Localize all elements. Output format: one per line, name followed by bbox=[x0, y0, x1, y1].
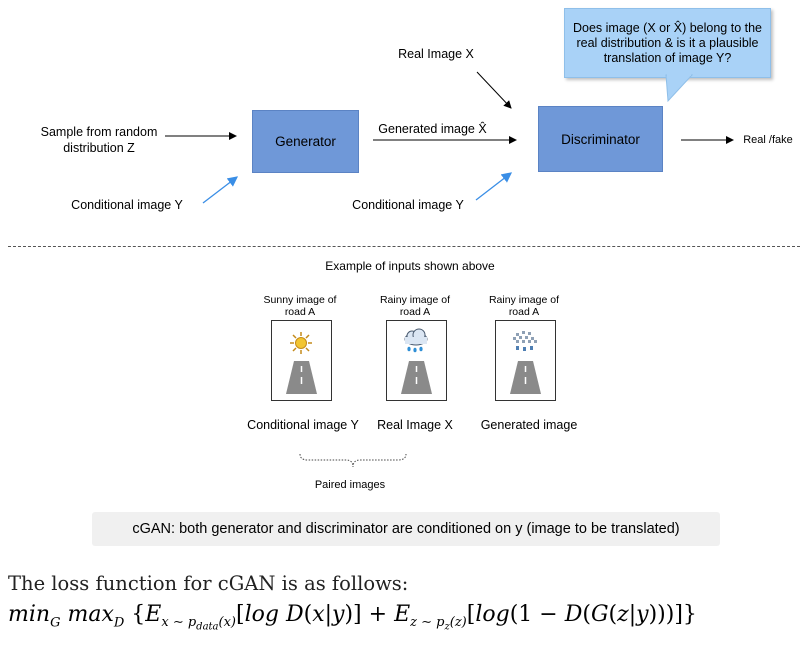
image-2-thumbnail bbox=[386, 320, 447, 401]
sun-icon bbox=[286, 332, 317, 394]
example-heading: Example of inputs shown above bbox=[325, 259, 495, 273]
conditional-label-left: Conditional image Y bbox=[71, 198, 183, 212]
discriminator-box: Discriminator bbox=[538, 106, 663, 172]
loss-intro: The loss function for cGAN is as follows… bbox=[8, 572, 409, 595]
paired-brace bbox=[299, 453, 407, 468]
image-1-top-label: Sunny image of road A bbox=[263, 294, 337, 318]
image-3-top-label: Rainy image of road A bbox=[488, 294, 560, 318]
loss-formula: minG maxD {Ex ∼ pdata(x)[log D(x|y)] + E… bbox=[8, 602, 697, 633]
arrow-conditional-to-discriminator bbox=[475, 172, 513, 201]
callout-text: Does image (X or X̂) belong to the real … bbox=[573, 20, 762, 65]
image-3-bottom-label: Generated image bbox=[480, 418, 578, 432]
image-3-thumbnail bbox=[495, 320, 556, 401]
dashed-divider bbox=[8, 246, 800, 247]
pixelated-rain-cloud-icon bbox=[510, 331, 541, 394]
image-2-bottom-label: Real Image X bbox=[377, 418, 453, 432]
caption-bar: cGAN: both generator and discriminator a… bbox=[92, 512, 720, 546]
question-callout: Does image (X or X̂) belong to the real … bbox=[564, 8, 771, 78]
arrow-conditional-to-generator bbox=[202, 176, 239, 204]
generated-image-label: Generated image X̂ bbox=[378, 122, 487, 136]
arrows-layer bbox=[165, 71, 734, 204]
generator-box: Generator bbox=[252, 110, 359, 173]
image-1-bottom-label: Conditional image Y bbox=[247, 418, 359, 432]
real-image-label: Real Image X bbox=[398, 47, 474, 61]
conditional-label-right: Conditional image Y bbox=[352, 198, 464, 212]
image-1-thumbnail bbox=[271, 320, 332, 401]
callout-tail bbox=[665, 74, 694, 103]
rain-cloud-icon bbox=[401, 328, 432, 394]
sample-label: Sample from random distribution Z bbox=[40, 125, 158, 155]
image-2-top-label: Rainy image of road A bbox=[379, 294, 451, 318]
caption-text: cGAN: both generator and discriminator a… bbox=[132, 521, 680, 537]
arrow-real-to-discriminator bbox=[476, 71, 512, 109]
paired-images-label: Paired images bbox=[314, 479, 386, 491]
output-label: Real /fake bbox=[743, 134, 793, 146]
